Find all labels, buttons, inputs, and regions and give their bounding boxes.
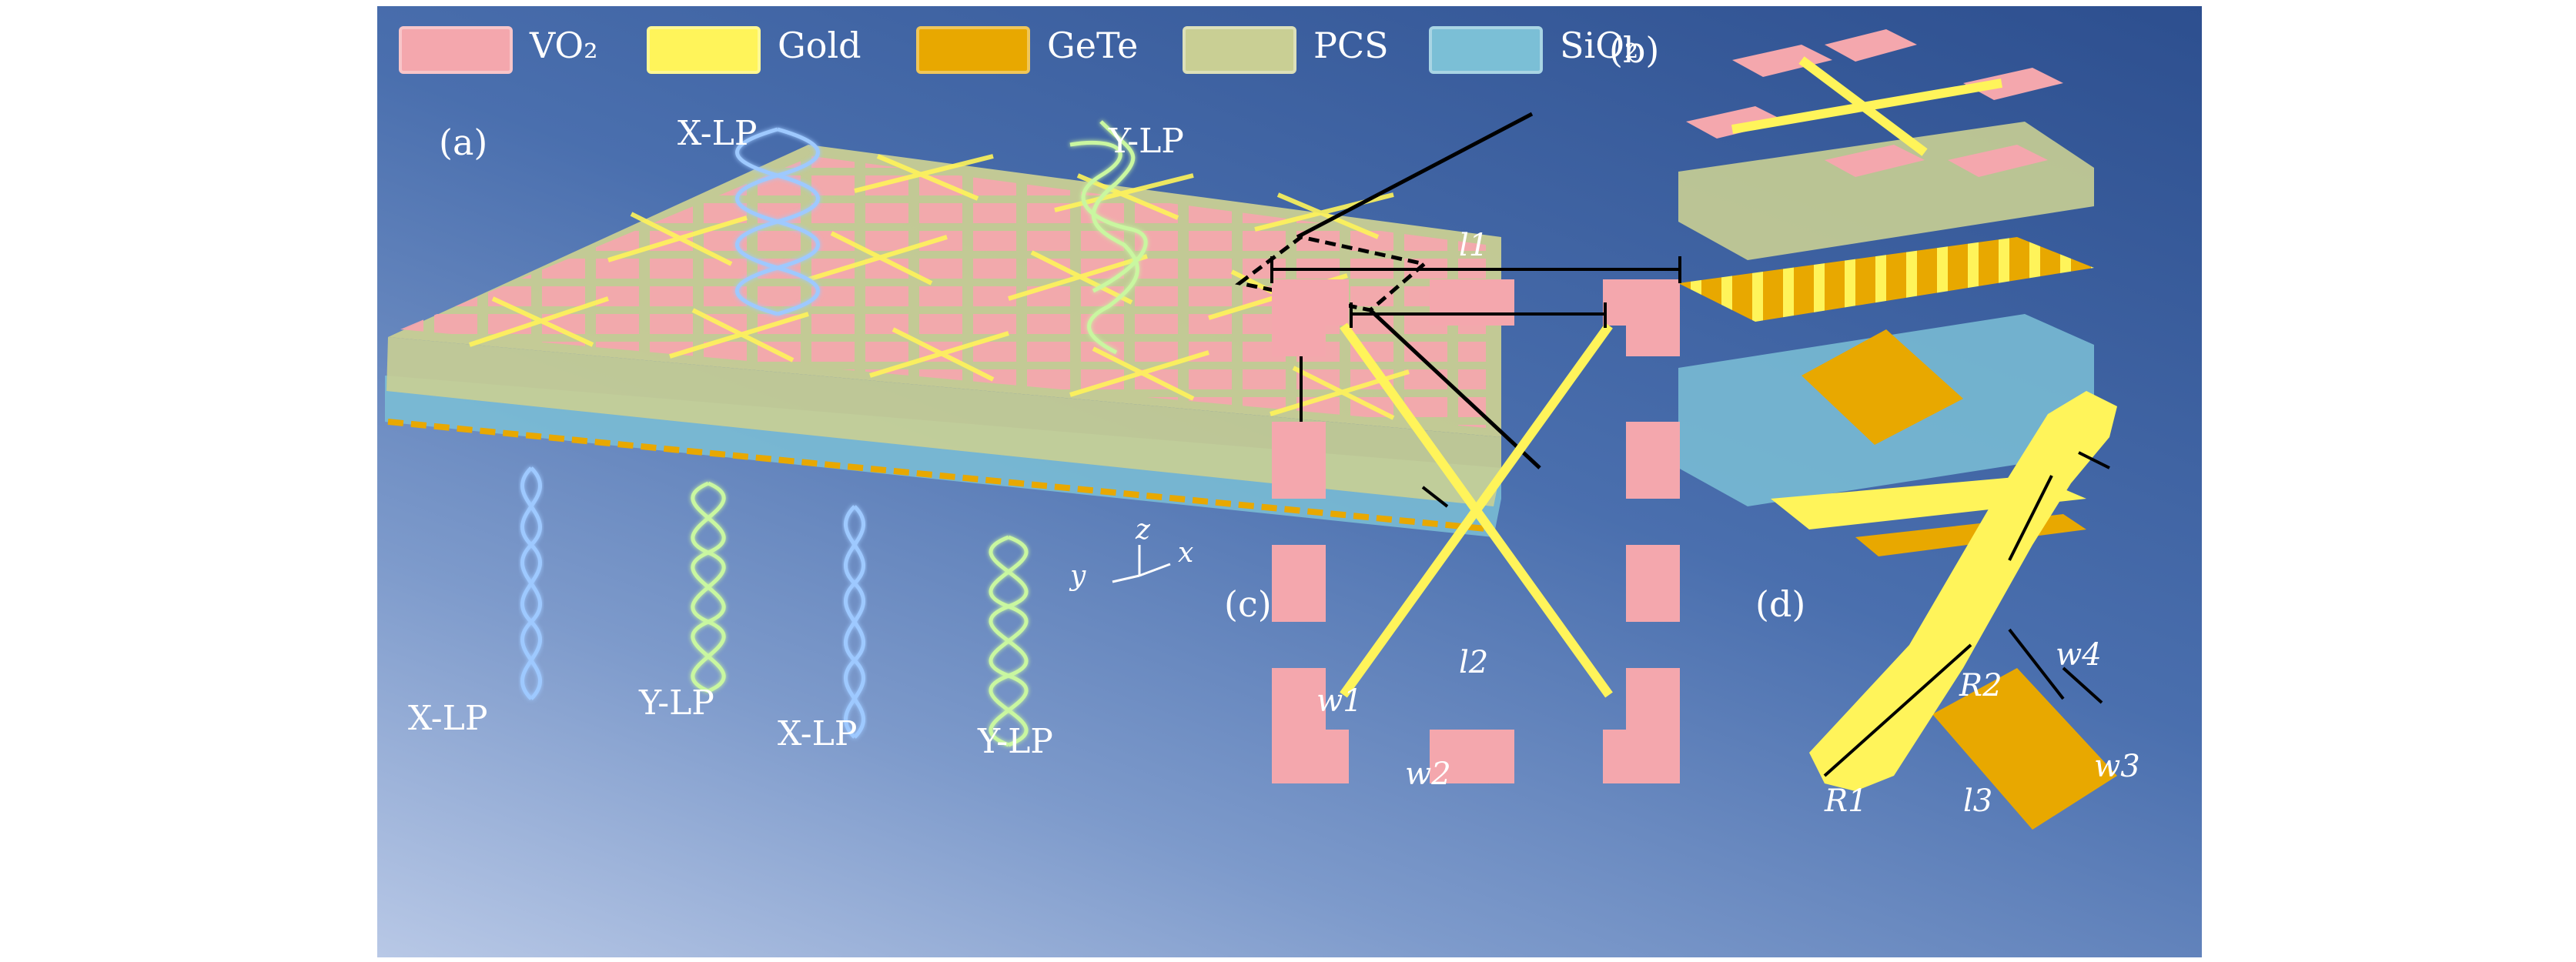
label-b: (b) bbox=[1609, 29, 1660, 71]
legend-label-vo2: VO₂ bbox=[530, 25, 598, 66]
pcs-swatch bbox=[1183, 26, 1296, 74]
pcs-layer-front bbox=[386, 337, 1501, 506]
gete-grating bbox=[1678, 237, 2094, 322]
beam-label-bottom-1: X-LP bbox=[408, 699, 488, 738]
label-d: (d) bbox=[1755, 583, 1806, 625]
unit-cell-top-view bbox=[1270, 256, 1681, 783]
vo2-swatch bbox=[399, 26, 513, 74]
metasurface-slab bbox=[385, 112, 1541, 537]
beam-bottom-4 bbox=[989, 535, 1029, 747]
beam-label-bottom-2: Y-LP bbox=[639, 683, 714, 723]
gold-cross-c bbox=[1340, 322, 1613, 698]
dim-l3: l3 bbox=[1963, 783, 1993, 819]
dim-w1: w1 bbox=[1316, 683, 1363, 719]
label-a: (a) bbox=[439, 122, 488, 163]
figure-panel: VO₂ Gold GeTe PCS SiO₂ bbox=[377, 6, 2202, 957]
legend-label-pcs: PCS bbox=[1313, 25, 1389, 66]
pcs-block bbox=[1678, 122, 2094, 260]
legend-label-gold: Gold bbox=[778, 25, 861, 66]
beam-label-bottom-3: X-LP bbox=[778, 714, 858, 753]
dim-w3: w3 bbox=[2094, 749, 2140, 784]
dim-l2: l2 bbox=[1459, 645, 1489, 680]
beam-top-y bbox=[1069, 120, 1148, 355]
dim-R2: R2 bbox=[1959, 668, 2002, 703]
gold-dipole bbox=[1809, 391, 2117, 791]
gete-gold-unit bbox=[1802, 329, 2117, 830]
vo2-pads-b bbox=[1686, 29, 2063, 177]
beam-label-top-x: X-LP bbox=[677, 114, 758, 153]
beam-top-x bbox=[735, 127, 820, 316]
unit-cell-selection bbox=[1235, 235, 1429, 312]
axis-z-label: z bbox=[1136, 514, 1150, 546]
gete-bar-right bbox=[1932, 668, 2117, 830]
beam-label-bottom-4: Y-LP bbox=[978, 722, 1053, 761]
vo2-array bbox=[400, 156, 1486, 428]
dimension-lines-d bbox=[1823, 451, 2110, 777]
axis-x-label: x bbox=[1178, 537, 1194, 569]
dimension-lines-c bbox=[1270, 256, 1681, 508]
dim-w2: w2 bbox=[1405, 757, 1451, 792]
gold-cross-b bbox=[1731, 56, 2003, 156]
coordinate-axes bbox=[1112, 545, 1171, 583]
dim-l1: l1 bbox=[1459, 228, 1489, 263]
gete-stripe bbox=[387, 419, 1494, 533]
dim-R1: R1 bbox=[1825, 783, 1868, 819]
axis-y-label: y bbox=[1070, 560, 1086, 592]
zoom-line-top bbox=[1296, 112, 1534, 239]
legend-label-gete: GeTe bbox=[1047, 25, 1139, 66]
diagram-art bbox=[385, 29, 2117, 830]
gold-swatch bbox=[647, 26, 761, 74]
zoom-line-bottom bbox=[1369, 309, 1541, 469]
gete-swatch bbox=[916, 26, 1030, 74]
beam-bottom-1 bbox=[520, 466, 543, 700]
beam-label-top-y: Y-LP bbox=[1109, 122, 1184, 161]
sio2-swatch bbox=[1429, 26, 1543, 74]
vo2-pads-c bbox=[1272, 279, 1680, 783]
legend-label-sio2: SiO₂ bbox=[1560, 25, 1639, 66]
beam-bottom-2 bbox=[691, 481, 726, 693]
label-c: (c) bbox=[1224, 583, 1272, 625]
beam-bottom-3 bbox=[843, 505, 866, 739]
dim-w4: w4 bbox=[2056, 637, 2102, 673]
gete-bar-left bbox=[1802, 329, 1963, 445]
